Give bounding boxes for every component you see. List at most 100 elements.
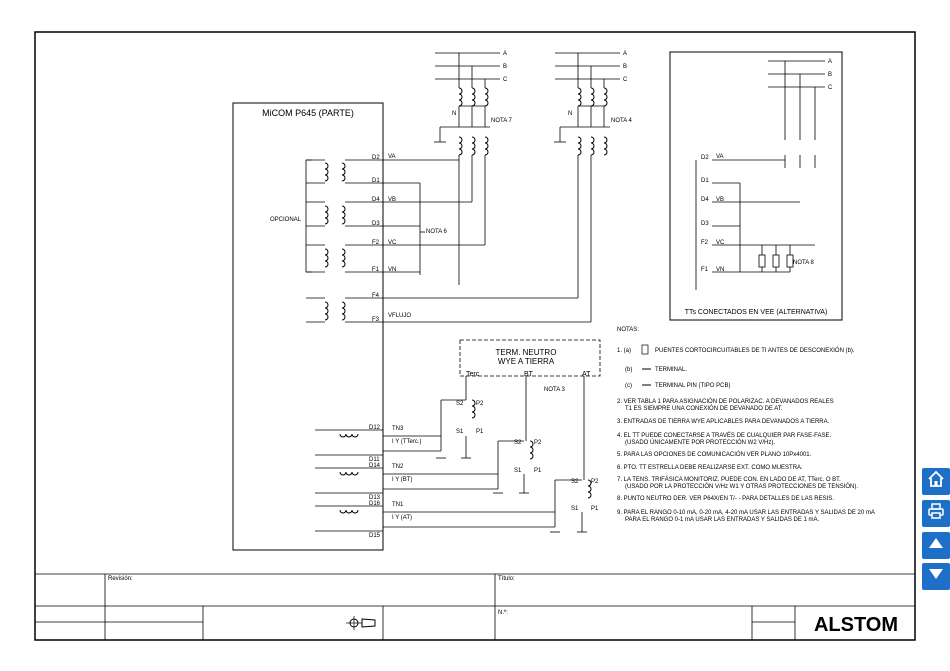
note-line: 6. PTO. TT ESTRELLA DEBE REALIZARSE EXT.… [617,465,803,471]
ct-terminal: S2 [571,479,579,485]
note-line: 8. PUNTO NEUTRO DER. VER P64X/EN T/- - P… [617,496,834,502]
input-label: I Y (TTerc.) [392,439,421,445]
terminal-label: F1 [701,267,709,273]
ct-terminal: S1 [571,506,579,512]
terminal-label: F1 [372,267,380,273]
vee-caption: TTs CONECTADOS EN VEE (ALTERNATIVA) [685,309,828,316]
input-label: VFLUJO [388,313,411,319]
scroll-down-button[interactable] [922,563,950,590]
neutral-box [459,339,601,377]
alstom-logo: ALSTOM [814,614,898,636]
neutral-label: N [452,111,456,117]
note-key: 1. (a) [617,348,631,354]
arrow-down-icon [927,565,945,588]
terminal-label: D4 [372,197,380,203]
note-line: PUENTES CORTOCIRCUITABLES DE TI ANTES DE… [655,347,855,354]
note-ref: NOTA 8 [793,260,815,266]
input-label: VN [716,267,724,273]
input-label: TN1 [392,502,404,508]
ct-terminal: P1 [591,506,599,512]
input-label: TN2 [392,464,404,470]
note-ref: NOTA 6 [426,229,448,235]
revision-label: Revisión: [108,576,133,582]
home-button[interactable] [922,468,950,495]
terminal-label: F4 [372,293,380,299]
note-line: 7. LA TENS. TRIFÁSICA MONITORIZ. PUEDE C… [617,476,841,483]
input-label: VB [716,197,724,203]
terminal-label: F2 [701,240,709,246]
winding-label: AT [582,371,591,378]
terminal-label: D2 [701,155,709,161]
numero-label: N.º: [498,609,508,616]
terminal-label: D2 [372,155,380,161]
relay-box [232,102,384,551]
ct-terminal: P2 [534,440,542,446]
phase-label: A [828,59,832,65]
note-line: 2. VER TABLA 1 PARA ASIGNACIÓN DE POLARI… [617,398,834,405]
input-label: VB [388,197,396,203]
phase-label: B [503,64,507,70]
ct-terminal: S1 [456,429,464,435]
note-line: PARA EL RANGO 0-1 mA USAR LAS ENTRADAS Y… [625,517,820,523]
winding-label: Terc [466,371,480,378]
input-label: VA [388,154,396,160]
home-icon [927,470,945,493]
winding-label: BT [524,371,534,378]
phase-label: C [503,77,508,83]
scroll-up-button[interactable] [922,532,950,559]
terminal-label: D12 [369,425,381,431]
title-block [35,573,915,640]
terminal-label: D3 [372,221,380,227]
input-label: VC [388,240,397,246]
notes-block: NOTAS: 1. (a) PUENTES CORTOCIRCUITABLES … [617,327,875,523]
phase-label: B [623,64,627,70]
terminal-label: D1 [701,178,709,184]
neutral-box-title: TERM. NEUTRO [496,348,557,357]
neutral-label: N [568,111,572,117]
terminal-label: D1 [372,178,380,184]
terminal-label: D11 [369,457,380,463]
neutral-box-subtitle: WYE A TIERRA [498,357,555,366]
input-label: I Y (BT) [392,477,412,483]
input-label: TN3 [392,426,404,432]
print-button[interactable] [922,500,950,527]
ct-terminal: P1 [476,429,484,435]
phase-label: B [828,72,832,78]
notes-title: NOTAS: [617,327,639,333]
note-ref: NOTA 4 [611,118,633,124]
ct-terminal: S2 [514,440,522,446]
ct-terminal: P2 [476,401,484,407]
ct-terminal: P2 [591,479,599,485]
vee-inset [669,51,843,321]
ct-terminal: S2 [456,401,464,407]
note-line: T1 ES SIEMPRE UNA CONEXIÓN DE DEVANADO D… [625,405,783,412]
note-ref: NOTA 7 [491,118,513,124]
terminal-label: D3 [701,221,709,227]
ct-terminal: S1 [514,468,522,474]
titulo-label: Título: [498,576,515,582]
terminal-label: D13 [369,495,381,501]
phase-label: C [623,77,628,83]
terminal-label: D16 [369,501,381,507]
drawing-frame [34,31,916,641]
projection-symbol-icon [346,616,376,630]
note-line: TERMINAL PIN (TIPO PCB) [655,383,730,389]
input-label: VC [716,240,725,246]
note-line: 3. ENTRADAS DE TIERRA WYE APLICABLES PAR… [617,419,830,425]
arrow-up-icon [927,534,945,557]
input-label: VN [388,267,396,273]
ct-terminal: P1 [534,468,542,474]
vee-wiring [695,61,816,290]
wiring [305,52,825,533]
phase-label: A [623,51,627,57]
terminal-label: D4 [701,197,709,203]
note-line: 5. PARA LAS OPCIONES DE COMUNICACIÓN VER… [617,451,812,458]
note-key: (c) [625,383,632,389]
note-ref: NOTA 3 [544,387,566,393]
phase-label: C [828,85,833,91]
note-line: (USADO ÚNICAMENTE POR PROTECCIÓN W2 V/Hz… [625,439,775,446]
note-key: (b) [625,367,632,373]
note-line: 4. EL TT PUEDE CONECTARSE A TRAVÉS DE CU… [617,432,832,439]
terminal-label: D14 [369,463,381,469]
